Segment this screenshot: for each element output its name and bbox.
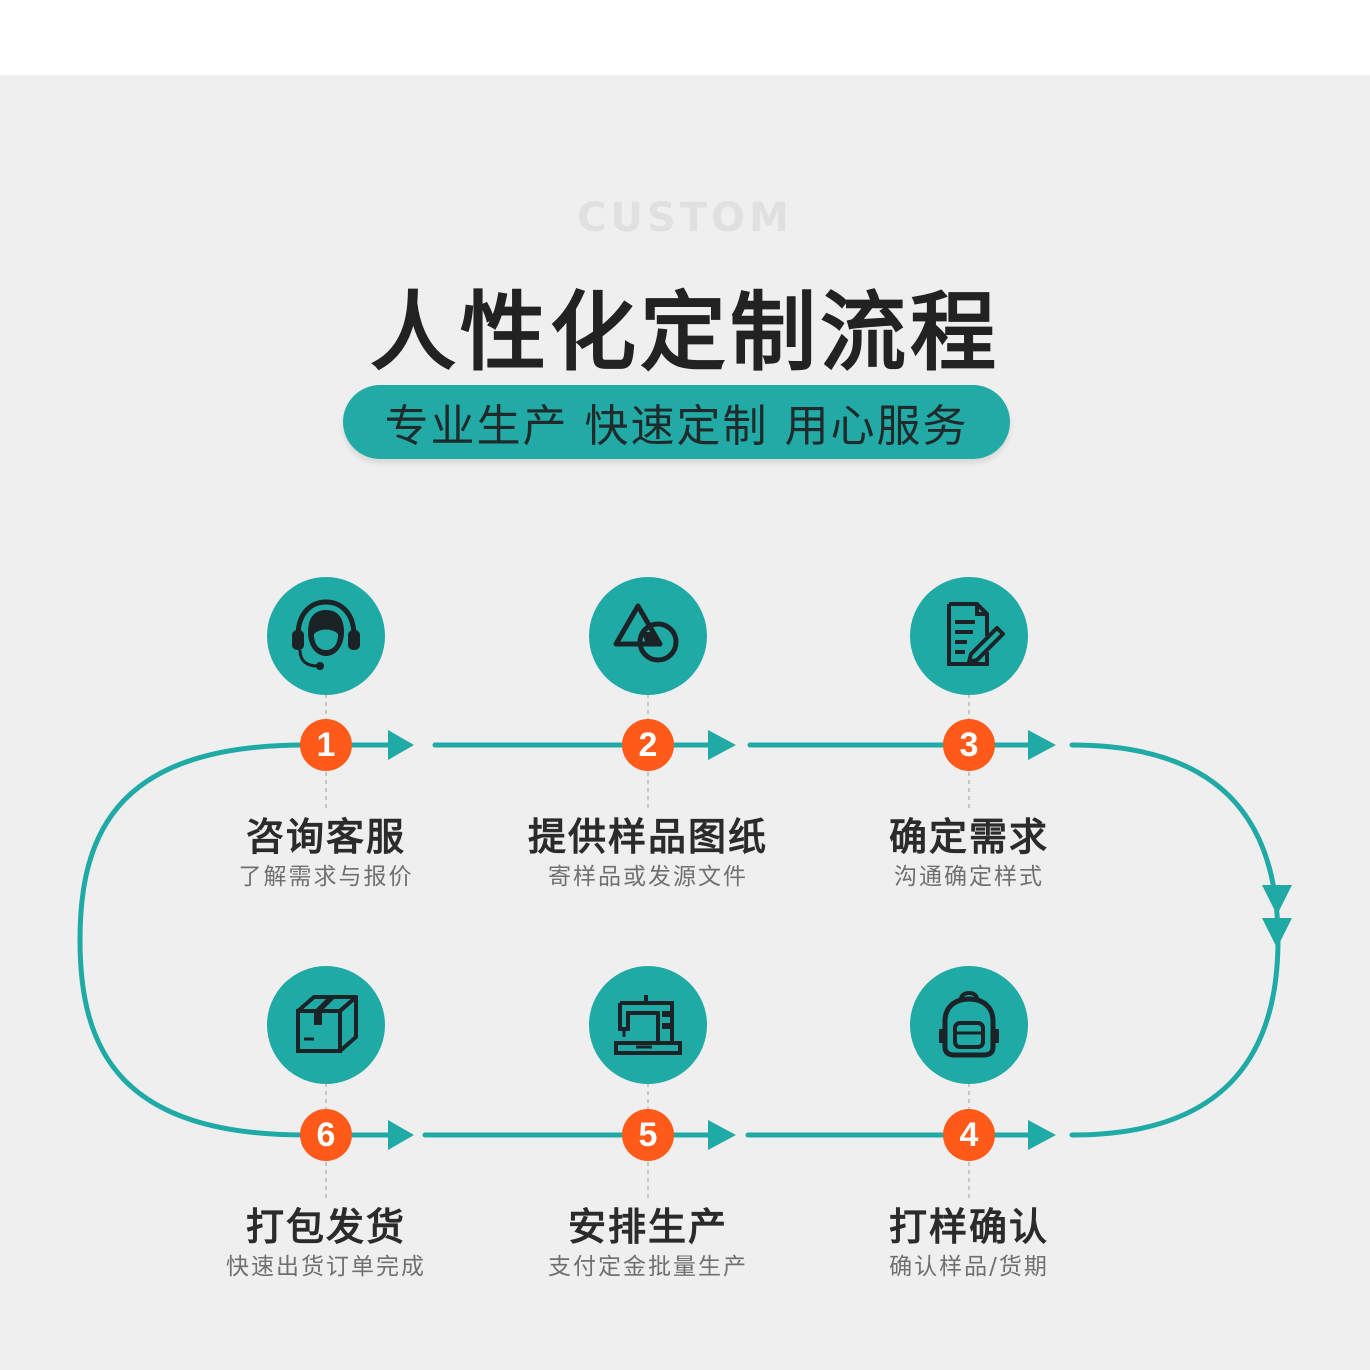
step-3-title: 确定需求	[888, 815, 1049, 859]
step-5-subtitle: 支付定金批量生产	[548, 1254, 748, 1280]
sewing-machine-icon	[606, 981, 690, 1069]
arrow-head	[388, 1120, 414, 1150]
track-right-loop	[1069, 742, 1281, 1138]
track-left-loop	[77, 742, 308, 1138]
arrow-head-down	[1262, 885, 1292, 915]
arrow-head	[708, 1120, 736, 1150]
step-2-number-badge: 2	[622, 719, 674, 771]
document-edit-icon	[927, 592, 1011, 680]
arrow-head	[1028, 730, 1056, 760]
step-2-title: 提供样品图纸	[527, 815, 768, 859]
tagline-text: 专业生产 快速定制 用心服务	[384, 401, 969, 452]
step-1-title: 咨询客服	[245, 815, 406, 859]
step-6-icon-circle	[267, 966, 385, 1084]
page-title: 人性化定制流程	[370, 283, 1000, 383]
step-5-label: 安排生产 支付定金批量生产	[488, 1205, 808, 1283]
step-3-label: 确定需求 沟通确定样式	[809, 815, 1129, 893]
arrow-head-down	[1262, 918, 1292, 948]
step-3-number-badge: 3	[943, 719, 995, 771]
step-1-number-badge: 1	[300, 719, 352, 771]
package-box-icon	[284, 981, 368, 1069]
step-4-title: 打样确认	[888, 1205, 1049, 1249]
shapes-icon	[606, 592, 690, 680]
step-4-icon-circle	[910, 966, 1028, 1084]
step-2-icon-circle	[589, 577, 707, 695]
arrow-head	[708, 730, 736, 760]
step-2-subtitle: 寄样品或发源文件	[548, 864, 748, 890]
arrow-head	[1028, 1120, 1056, 1150]
content-panel	[0, 75, 1370, 1370]
step-6-label: 打包发货 快速出货订单完成	[166, 1205, 486, 1283]
step-6-number-badge: 6	[300, 1109, 352, 1161]
step-6-title: 打包发货	[245, 1205, 406, 1249]
step-5-title: 安排生产	[567, 1205, 728, 1249]
tagline-banner: 专业生产 快速定制 用心服务	[343, 385, 1010, 459]
step-4-label: 打样确认 确认样品/货期	[809, 1205, 1129, 1283]
headset-agent-icon	[284, 592, 368, 680]
step-4-subtitle: 确认样品/货期	[889, 1254, 1049, 1280]
step-3-icon-circle	[910, 577, 1028, 695]
step-6-subtitle: 快速出货订单完成	[226, 1254, 426, 1280]
step-5-icon-circle	[589, 966, 707, 1084]
step-3-subtitle: 沟通确定样式	[894, 864, 1044, 890]
step-1-label: 咨询客服 了解需求与报价	[166, 815, 486, 893]
step-1-subtitle: 了解需求与报价	[238, 864, 414, 890]
step-5-number-badge: 5	[622, 1109, 674, 1161]
step-2-label: 提供样品图纸 寄样品或发源文件	[488, 815, 808, 893]
step-1-icon-circle	[267, 577, 385, 695]
eyebrow-text: CUSTOM	[577, 195, 793, 241]
arrow-head	[388, 730, 414, 760]
backpack-icon	[927, 981, 1011, 1069]
step-4-number-badge: 4	[943, 1109, 995, 1161]
